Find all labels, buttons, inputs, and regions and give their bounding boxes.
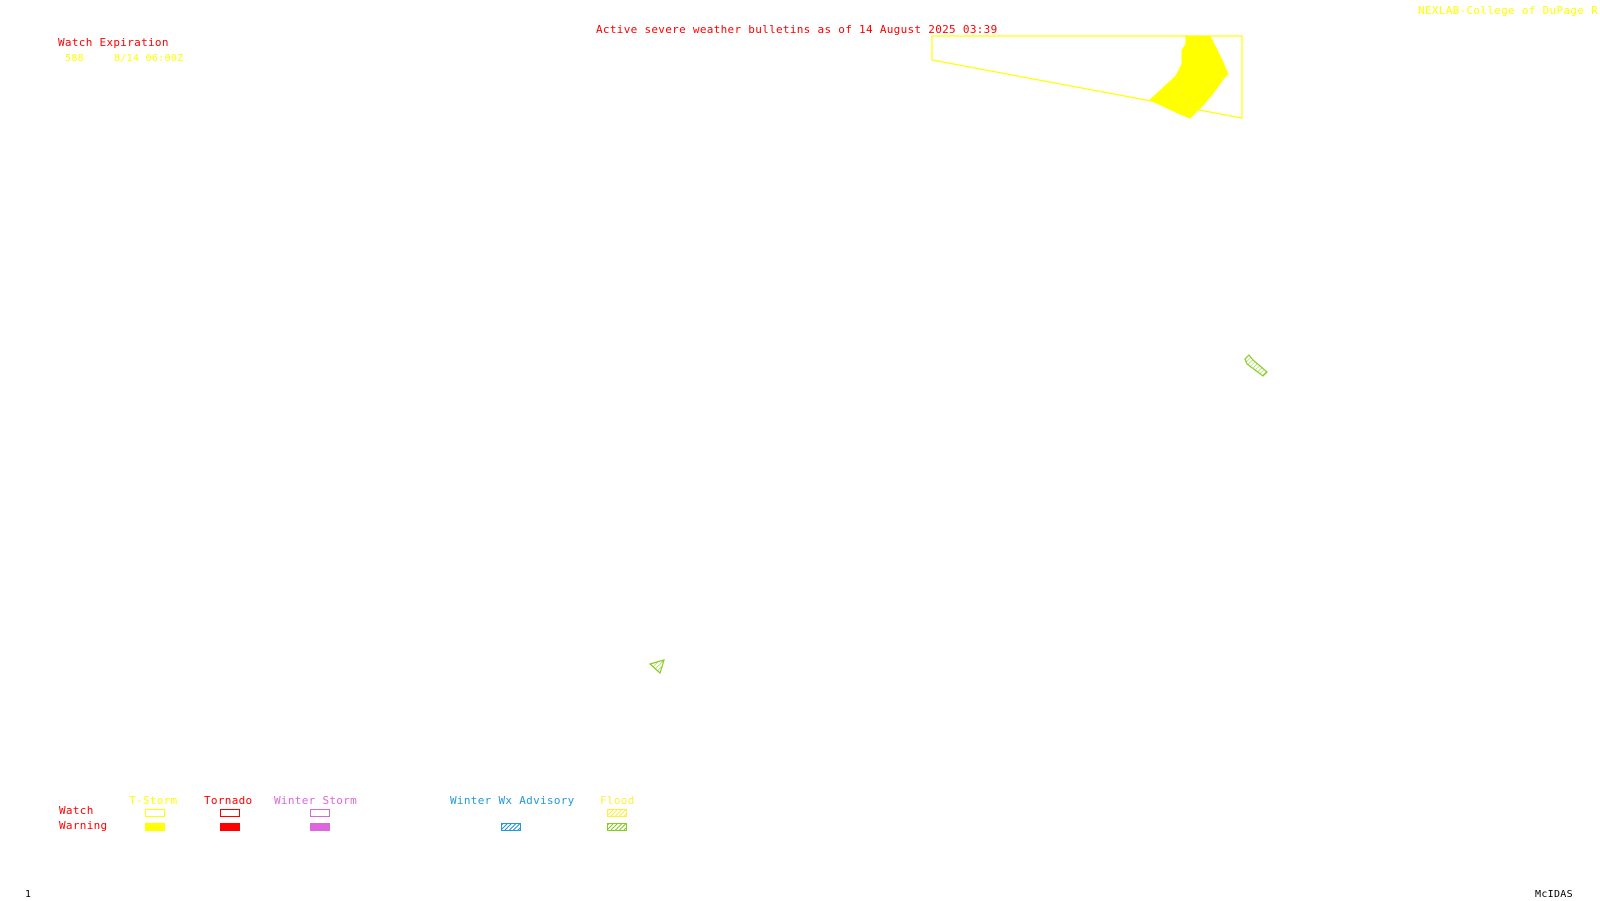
legend-row-warning-label: Warning xyxy=(59,819,108,832)
legend-tstorm-warning-swatch xyxy=(145,823,165,831)
watch-588-outline[interactable] xyxy=(931,35,1243,119)
legend-winter-storm-watch-swatch xyxy=(310,809,330,817)
software-label: McIDAS xyxy=(1535,889,1573,900)
bulletin-title: Active severe weather bulletins as of 14… xyxy=(596,23,998,36)
frame-number: 1 xyxy=(25,889,32,900)
legend-row-watch-label: Watch xyxy=(59,804,94,817)
legend-winter-wx-advisory-swatch xyxy=(501,823,521,831)
legend-winter-storm-warning-swatch xyxy=(310,823,330,831)
legend-tstorm-watch-swatch xyxy=(145,809,165,817)
legend-flood-label: Flood xyxy=(600,794,635,807)
legend-winter-wx-advisory-label: Winter Wx Advisory xyxy=(450,794,575,807)
legend-tornado-label: Tornado xyxy=(204,794,253,807)
watch-expiration-id: 588 xyxy=(65,53,84,64)
flood-warning-polygon-south[interactable] xyxy=(648,659,665,675)
legend-tornado-watch-swatch xyxy=(220,809,240,817)
legend-tstorm-label: T-Storm xyxy=(129,794,178,807)
legend-flood-warning-swatch xyxy=(607,823,627,831)
flood-warning-polygon-east[interactable] xyxy=(1244,354,1268,377)
legend-winter-storm-label: Winter Storm xyxy=(274,794,358,807)
watch-expiration-time: 8/14 06:00Z xyxy=(114,53,184,64)
watch-expiration-heading: Watch Expiration xyxy=(58,36,169,49)
legend-tornado-warning-swatch xyxy=(220,823,240,831)
tstorm-warning-polygon[interactable] xyxy=(1149,35,1229,119)
legend-flood-watch-swatch xyxy=(607,809,627,817)
credit-label: NEXLAB-College of DuPage R xyxy=(1418,4,1598,17)
